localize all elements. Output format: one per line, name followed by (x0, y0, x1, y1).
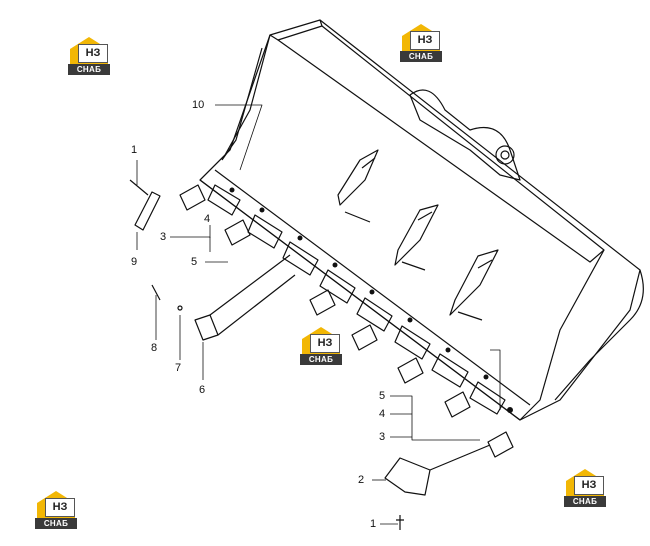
callout-label: 7 (175, 362, 182, 374)
callout-label: 3 (160, 231, 167, 243)
wear-strip (337, 149, 379, 206)
logo-mark: НЗ (78, 44, 108, 63)
logo-text: СНАБ (300, 354, 342, 365)
callout-label: 5 (379, 390, 386, 402)
logo-mark: НЗ (45, 498, 75, 517)
part-9-side-cutter (134, 191, 161, 231)
logo-mark: НЗ (310, 334, 340, 353)
part-1-bolt (396, 515, 404, 530)
tooth-tips (179, 184, 514, 458)
brand-logo: НЗ СНАБ (400, 22, 442, 64)
part-2-tooth-tip (384, 457, 431, 496)
logo-mark: НЗ (574, 476, 604, 495)
callout-label: 1 (131, 144, 138, 156)
callout-label: 6 (199, 384, 206, 396)
brand-logo: НЗ СНАБ (68, 35, 110, 77)
logo-text: СНАБ (400, 51, 442, 62)
hinge-boss (409, 89, 521, 181)
brand-logo: НЗ СНАБ (564, 467, 606, 509)
logo-text: СНАБ (35, 518, 77, 529)
callout-label: 8 (151, 342, 158, 354)
logo-mark: НЗ (410, 31, 440, 50)
callout-label: 9 (131, 256, 138, 268)
callout-label: 4 (204, 213, 211, 225)
callout-label: 5 (191, 256, 198, 268)
callout-label: 10 (192, 99, 205, 111)
wear-strip (449, 249, 499, 316)
bucket-body (199, 19, 641, 421)
callout-label: 4 (379, 408, 386, 420)
brand-logo: НЗ СНАБ (300, 325, 342, 367)
cutting-edge (199, 179, 521, 421)
part-8-pin (151, 284, 161, 301)
callout-label: 3 (379, 431, 386, 443)
part-6-tooth (194, 314, 219, 341)
logo-text: СНАБ (564, 496, 606, 507)
logo-text: СНАБ (68, 64, 110, 75)
wear-strip (394, 204, 439, 266)
side-plate-right (519, 249, 605, 421)
tooth-adapters (207, 184, 506, 415)
brand-logo: НЗ СНАБ (35, 489, 77, 531)
callout-label: 1 (370, 518, 377, 530)
callout-label: 2 (358, 474, 365, 486)
